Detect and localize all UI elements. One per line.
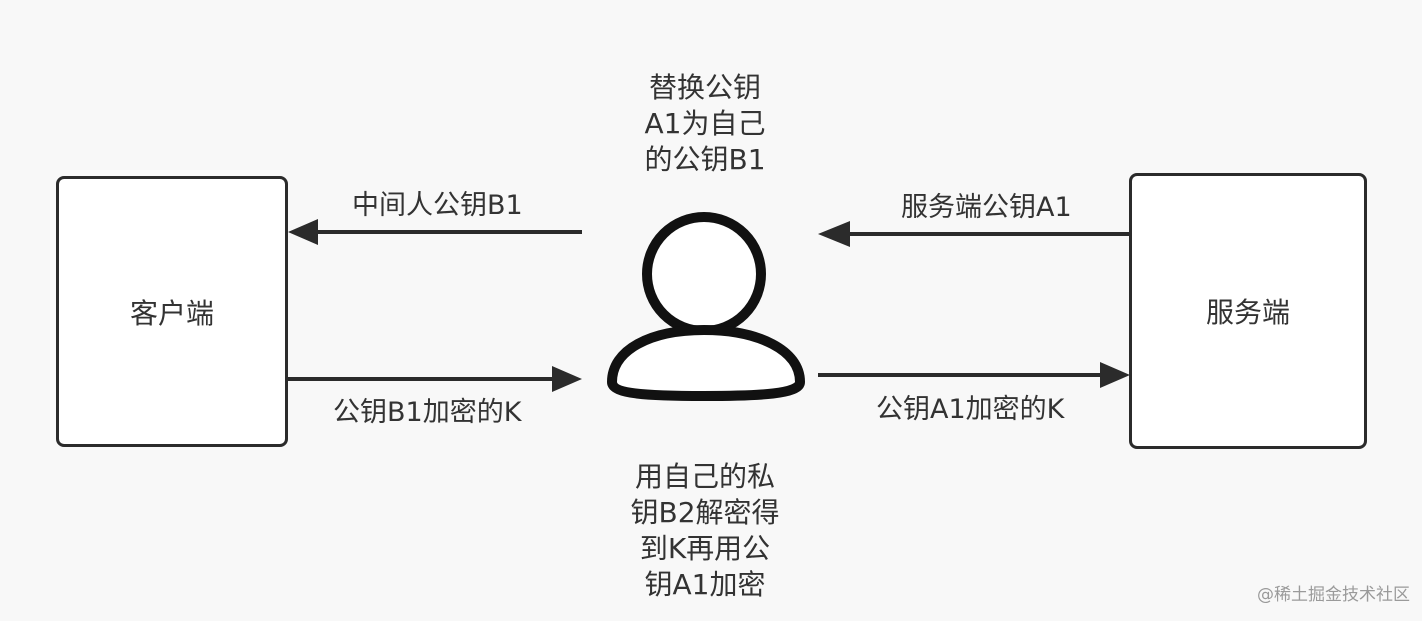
server-node: 服务端 [1129,173,1367,449]
edge-label-client-to-attacker: 公钥B1加密的K [333,397,522,428]
note-line: A1为自己 [644,107,766,140]
person-icon [607,212,805,401]
client-node: 客户端 [56,176,288,447]
edge-label-server-to-attacker: 服务端公钥A1 [901,192,1072,223]
arrow-attacker-to-server [818,362,1130,388]
note-replace-key: 替换公钥 A1为自己 的公钥B1 [605,70,805,178]
arrow-server-to-attacker [818,221,1130,247]
note-line: 钥A1加密 [644,568,766,601]
watermark: @稀土掘金技术社区 [1257,585,1410,605]
note-line: 用自己的私 [634,460,775,493]
note-line: 到K再用公 [639,532,771,565]
note-line: 的公钥B1 [644,143,766,176]
arrow-attacker-to-client [288,219,582,245]
client-label: 客户端 [129,296,214,330]
note-line: 钥B2解密得 [630,496,780,529]
arrow-client-to-attacker [288,366,582,392]
server-label: 服务端 [1205,296,1290,329]
note-line: 替换公钥 [648,71,761,104]
note-decrypt-reencrypt: 用自己的私 钥B2解密得 到K再用公 钥A1加密 [600,459,810,603]
edge-label-attacker-to-server: 公钥A1加密的K [876,394,1065,425]
edge-label-attacker-to-client: 中间人公钥B1 [352,190,523,221]
